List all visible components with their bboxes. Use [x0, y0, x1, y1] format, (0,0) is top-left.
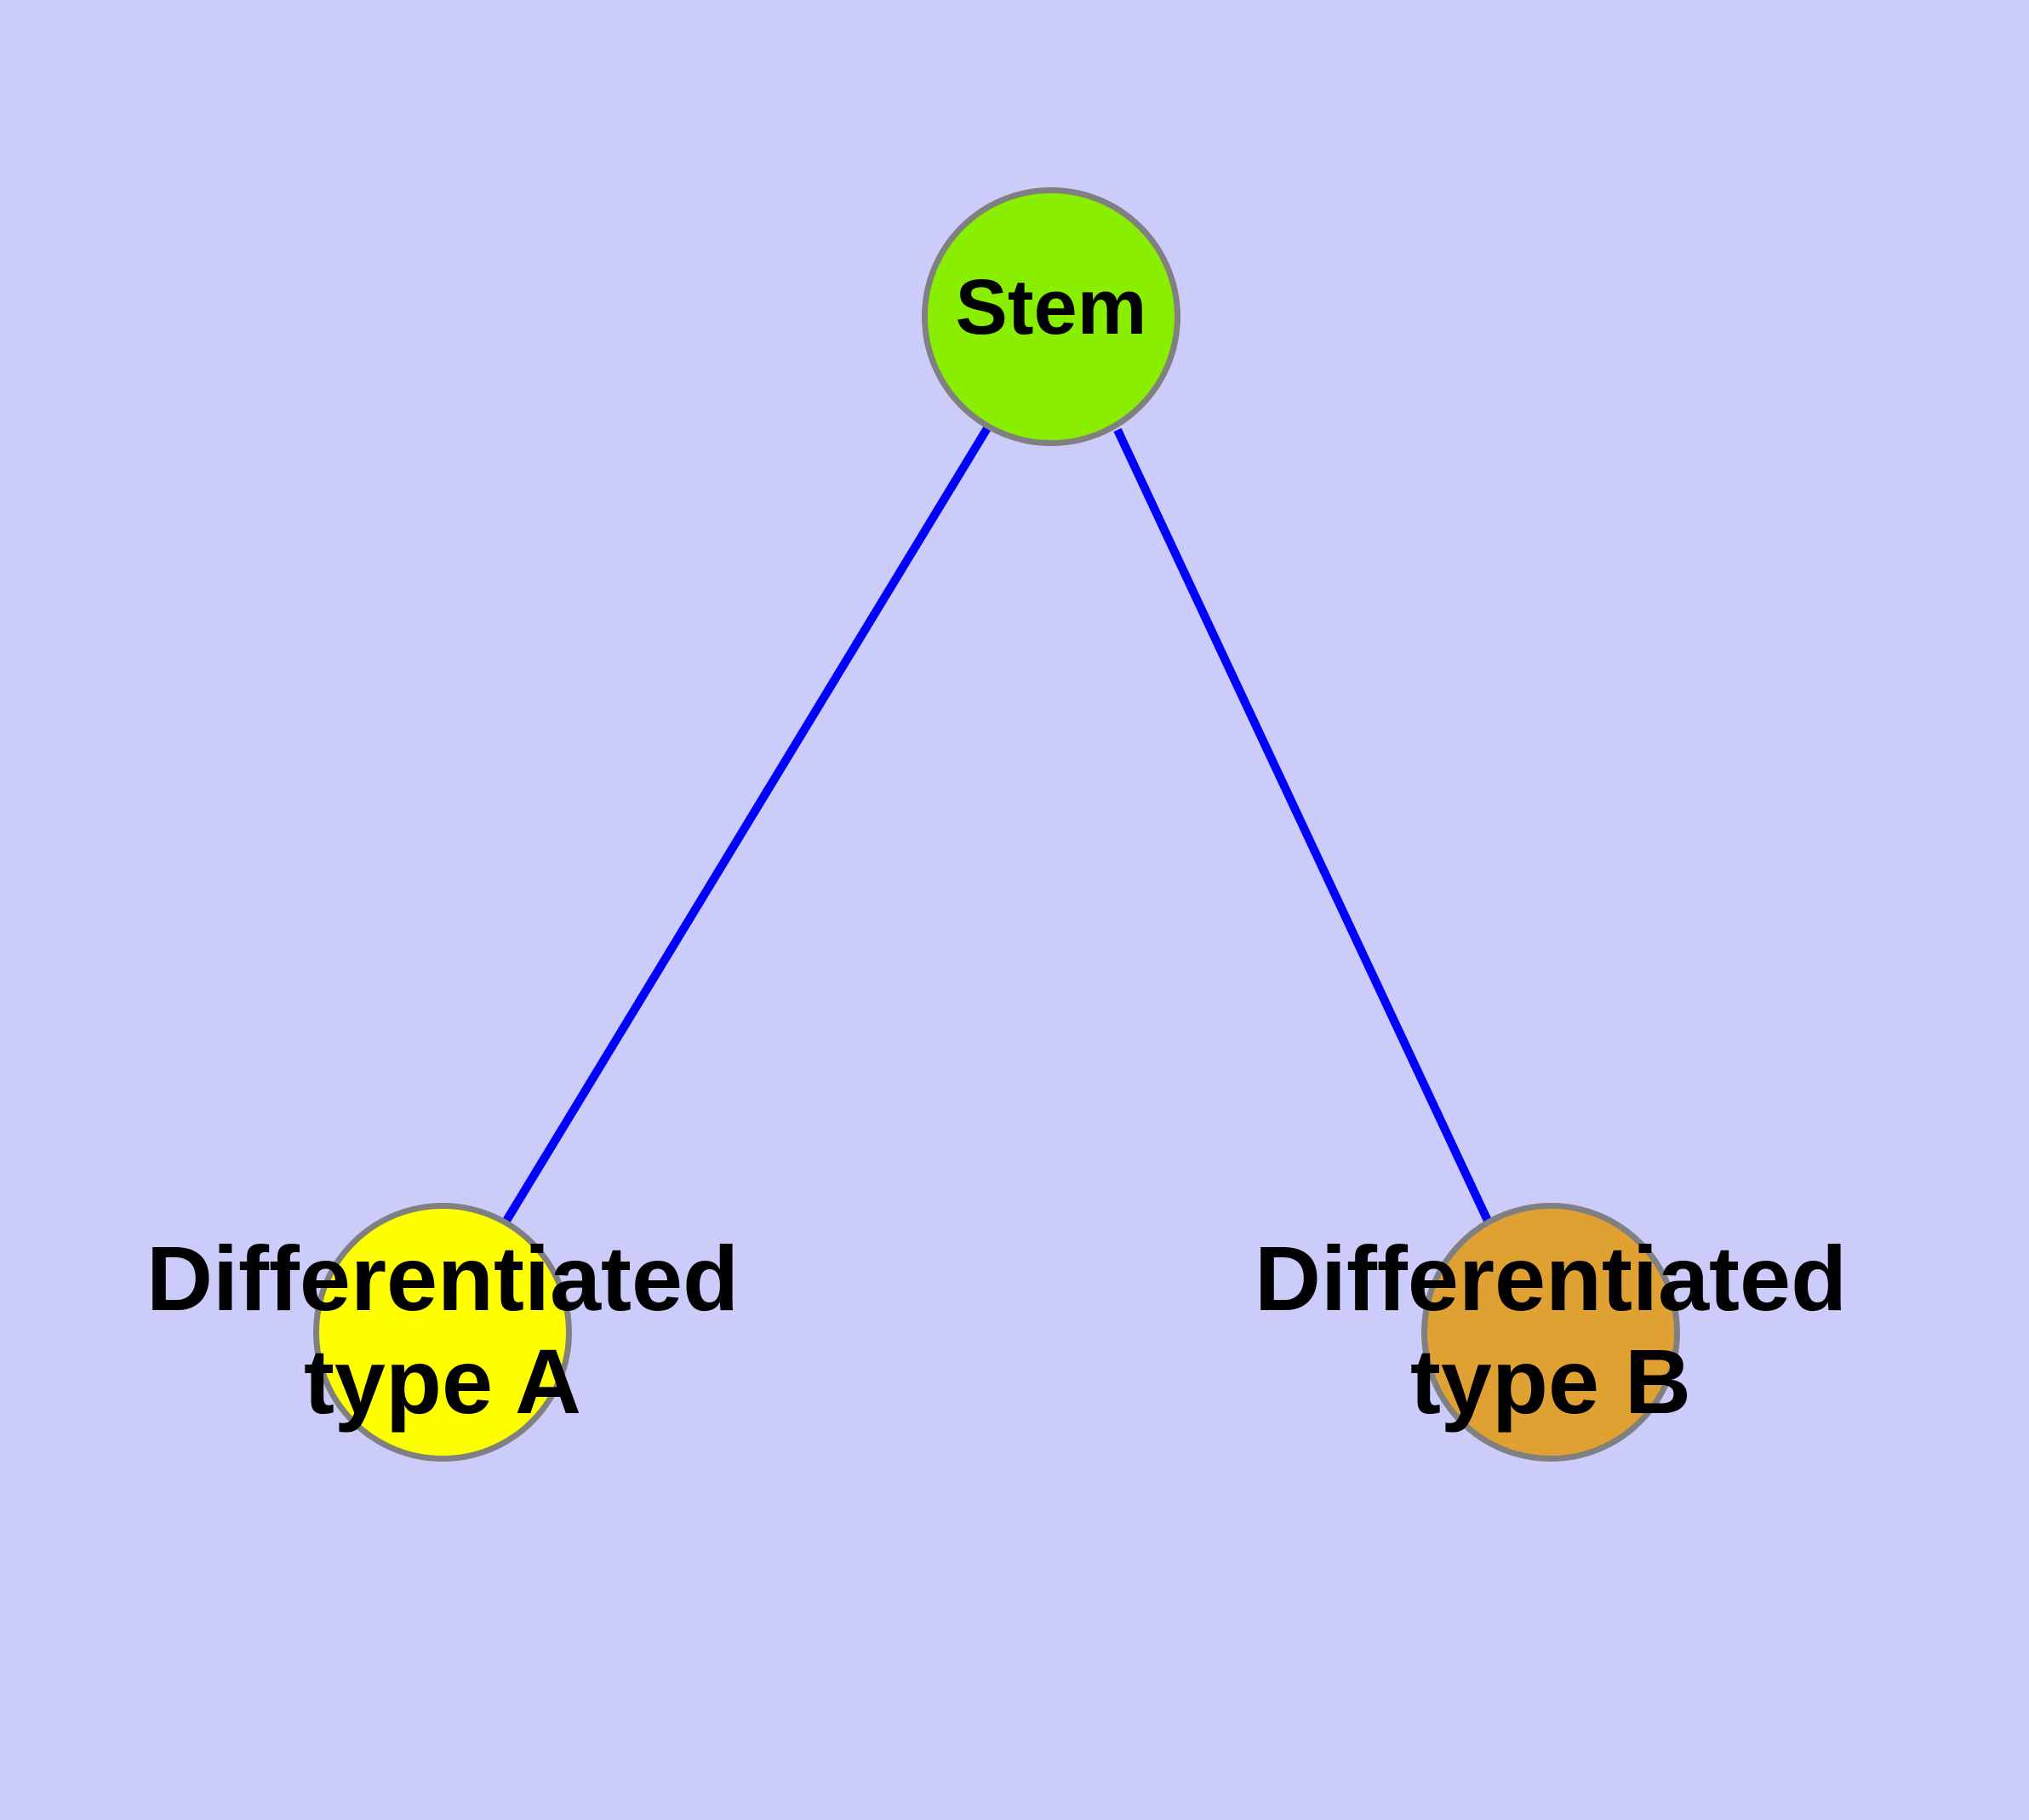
node-diff-b-circle[interactable] [1421, 1203, 1680, 1462]
node-layer [313, 187, 1680, 1462]
node-stem-circle[interactable] [922, 187, 1180, 446]
node-diff-a-circle[interactable] [313, 1203, 572, 1462]
edge-stem-to-diff-a[interactable] [502, 426, 992, 1223]
edge-layer [502, 426, 1492, 1223]
edge-stem-to-diff-b[interactable] [1113, 427, 1492, 1223]
